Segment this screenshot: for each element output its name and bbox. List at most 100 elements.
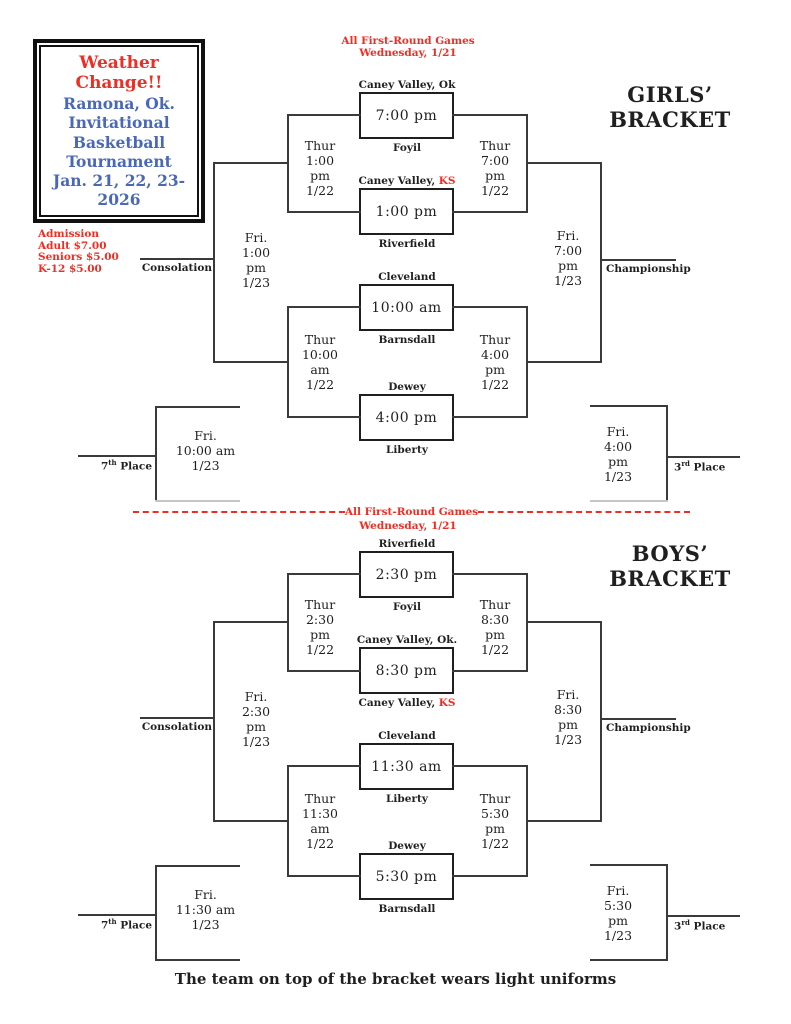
divider-dashes-left xyxy=(133,511,345,513)
bracket-line xyxy=(213,361,289,363)
first-round-note-line2: Wednesday, 1/21 xyxy=(359,47,457,59)
weather-change-alert: Weather Change!! xyxy=(75,52,163,94)
team-name-top: Dewey xyxy=(388,840,426,852)
bracket-line xyxy=(452,765,528,767)
bracket-line xyxy=(600,621,602,822)
section-divider: All First-Round Games xyxy=(133,506,690,518)
bracket-line xyxy=(155,406,240,408)
team-name-bottom: Foyil xyxy=(393,601,421,613)
team-name-bottom: Liberty xyxy=(386,444,428,456)
uniform-note: The team on top of the bracket wears lig… xyxy=(174,970,617,988)
game-box: 10:00 am xyxy=(359,284,454,331)
bracket-line xyxy=(590,864,668,866)
divider-note-line2: Wednesday, 1/21 xyxy=(359,520,457,532)
game-box: 11:30 am xyxy=(359,743,454,790)
slot-semifinal-top-left: Thur 2:30 pm 1/22 xyxy=(304,597,336,657)
team-name-bottom: Liberty xyxy=(386,793,428,805)
team-name-bottom: Barnsdall xyxy=(378,334,436,346)
slot-semifinal-top-left: Thur 1:00 pm 1/22 xyxy=(304,138,336,198)
slot-consolation: Fri. 1:00 pm 1/23 xyxy=(241,230,271,290)
divider-note-line1: All First-Round Games xyxy=(344,506,479,518)
team-name-top: Caney Valley, Ok xyxy=(358,79,456,91)
team-name-top: Cleveland xyxy=(378,730,436,742)
bracket-line xyxy=(155,406,157,502)
weather-change-box: Weather Change!! Ramona, Ok. Invitationa… xyxy=(33,39,205,223)
team-name-bottom: Foyil xyxy=(393,142,421,154)
bracket-line xyxy=(590,959,668,961)
slot-seventh-place: Fri. 11:30 am 1/23 xyxy=(175,887,236,932)
team-name-top: Caney Valley, KS xyxy=(358,175,456,187)
bracket-line xyxy=(590,500,668,502)
championship-label: Championship xyxy=(606,722,691,734)
game-box: 8:30 pm xyxy=(359,647,454,694)
bracket-line xyxy=(213,820,289,822)
bracket-line xyxy=(452,416,528,418)
bracket-line xyxy=(452,114,528,116)
team-name-top: Cleveland xyxy=(378,271,436,283)
bracket-line xyxy=(213,162,215,363)
third-place-label: 3rd Place xyxy=(674,459,726,474)
bracket-line xyxy=(287,573,361,575)
championship-label: Championship xyxy=(606,263,691,275)
game-time: 1:00 pm xyxy=(375,203,438,220)
bracket-line xyxy=(287,211,361,213)
girls-bracket: GIRLS’ BRACKET Caney Valley, Ok 7:00 pm … xyxy=(78,79,740,502)
consolation-line xyxy=(140,258,215,260)
first-round-note-line1: All First-Round Games xyxy=(341,35,475,47)
bracket-title: GIRLS’ BRACKET xyxy=(609,82,731,133)
bracket-line xyxy=(600,162,602,363)
slot-consolation: Fri. 2:30 pm 1/23 xyxy=(241,689,271,749)
admission-prices: Admission Adult $7.00 Seniors $5.00 K-12… xyxy=(38,228,119,275)
bracket-line xyxy=(155,959,240,961)
game-time: 7:00 pm xyxy=(375,107,438,124)
game-time: 11:30 am xyxy=(371,758,442,775)
game-box: 7:00 pm xyxy=(359,92,454,139)
slot-semifinal-bottom-left: Thur 10:00 am 1/22 xyxy=(301,332,339,392)
seventh-place-line xyxy=(78,914,157,916)
boys-bracket: BOYS’ BRACKET Riverfield 2:30 pm Foyil C… xyxy=(0,459,791,971)
game-time: 2:30 pm xyxy=(375,566,438,583)
bracket-line xyxy=(213,621,215,822)
bracket-line xyxy=(666,405,668,502)
championship-line xyxy=(600,718,676,720)
game-time: 5:30 pm xyxy=(375,868,438,885)
bracket-title: BOYS’ BRACKET xyxy=(609,541,731,592)
team-name-top: Caney Valley, Ok. xyxy=(356,634,458,646)
bracket-line xyxy=(452,875,528,877)
consolation-label: Consolation xyxy=(141,721,212,733)
seventh-place-label: 7th Place xyxy=(100,458,152,473)
third-place-line xyxy=(666,456,740,458)
bracket-line xyxy=(590,405,668,407)
third-place-label: 3rd Place xyxy=(674,918,726,933)
team-name-top: Dewey xyxy=(388,381,426,393)
bracket-line xyxy=(526,820,602,822)
team-name-bottom: Caney Valley, KS xyxy=(358,697,456,709)
seventh-place-label: 7th Place xyxy=(100,917,152,932)
slot-third-place: Fri. 4:00 pm 1/23 xyxy=(603,424,633,484)
bracket-line xyxy=(155,865,157,961)
slot-third-place: Fri. 5:30 pm 1/23 xyxy=(603,883,633,943)
bracket-line xyxy=(155,500,240,502)
bracket-line xyxy=(213,162,289,164)
bracket-line xyxy=(155,865,240,867)
bracket-line xyxy=(452,306,528,308)
consolation-line xyxy=(140,717,215,719)
bracket-line xyxy=(213,621,289,623)
slot-semifinal-top-right: Thur 8:30 pm 1/22 xyxy=(479,597,511,657)
bracket-line xyxy=(526,162,602,164)
bracket-line xyxy=(452,211,528,213)
bracket-line xyxy=(452,670,528,672)
weather-change-box-inner: Weather Change!! Ramona, Ok. Invitationa… xyxy=(39,45,199,217)
team-name-top: Riverfield xyxy=(378,538,436,550)
game-box: 4:00 pm xyxy=(359,394,454,441)
slot-seventh-place: Fri. 10:00 am 1/23 xyxy=(175,428,236,473)
game-box: 1:00 pm xyxy=(359,188,454,235)
bracket-line xyxy=(526,361,602,363)
bracket-line xyxy=(452,573,528,575)
bracket-line xyxy=(287,875,361,877)
game-time: 8:30 pm xyxy=(375,662,438,679)
bracket-line xyxy=(287,306,361,308)
game-box: 2:30 pm xyxy=(359,551,454,598)
bracket-line xyxy=(666,864,668,961)
